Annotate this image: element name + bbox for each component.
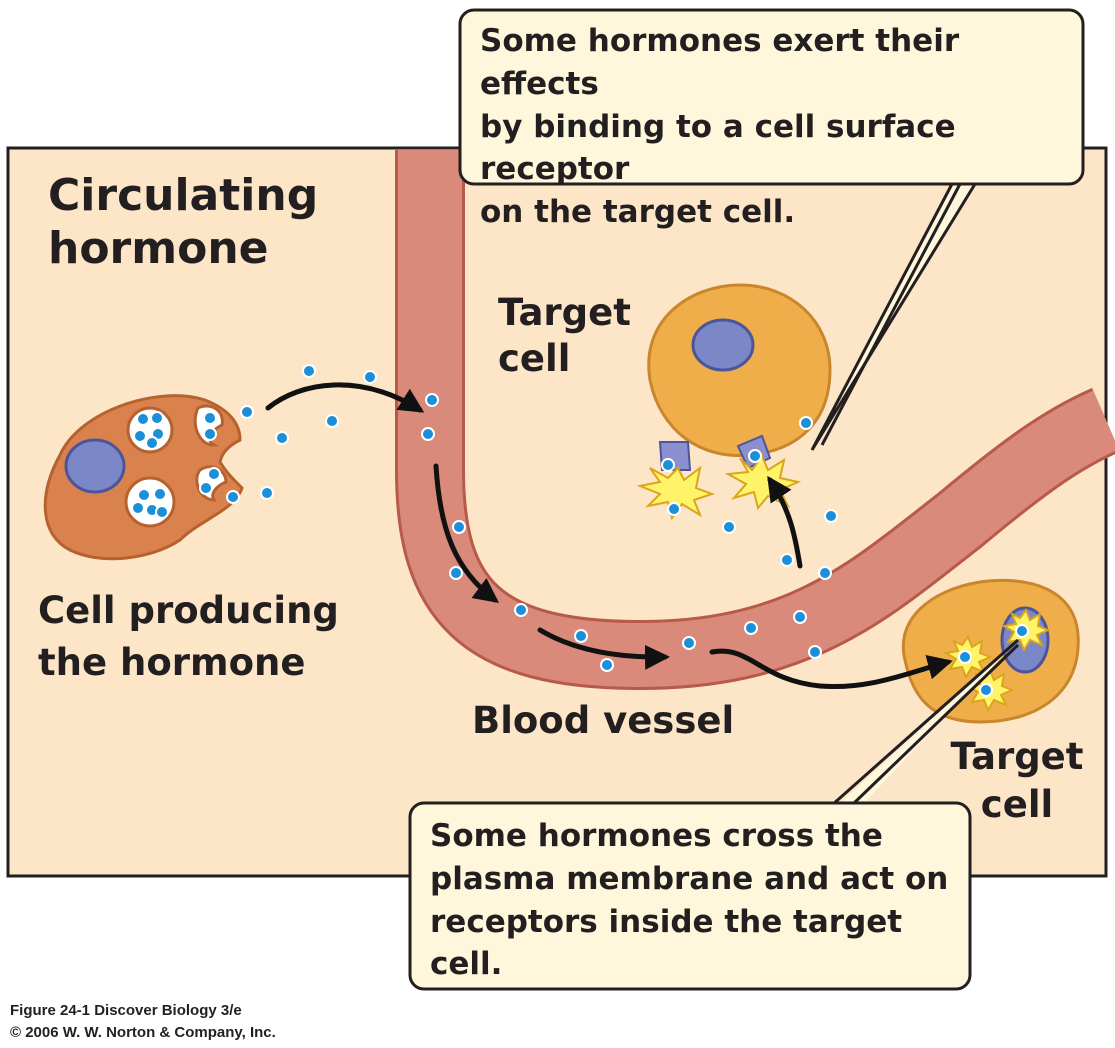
hormone-dot	[808, 645, 822, 659]
hormone-dot	[958, 650, 972, 664]
hormone-dot	[150, 411, 164, 425]
target-cell-bottom-label-line-2: cell	[980, 783, 1054, 827]
hormone-dot	[421, 427, 435, 441]
callout-internal-box	[408, 638, 1020, 991]
hormone-dot	[199, 481, 213, 495]
hormone-dot	[145, 436, 159, 450]
hormone-path-arrows	[265, 382, 953, 690]
hormone-dot	[203, 427, 217, 441]
hormone-dot	[136, 412, 150, 426]
hormone-dot	[207, 467, 221, 481]
hormone-molecules	[131, 364, 1029, 697]
hormone-dot	[425, 393, 439, 407]
blood-vessel-label: Blood vessel	[472, 699, 735, 742]
hormone-dot	[600, 658, 614, 672]
hormone-dot	[153, 487, 167, 501]
hormone-dot	[818, 566, 832, 580]
callout-surface-line-2: by binding to a cell surface receptor	[480, 108, 956, 188]
diagram-title: Circulating hormone	[48, 170, 318, 276]
hormone-dot	[325, 414, 339, 428]
target-cell-top-label-line-2: cell	[498, 337, 571, 381]
arrow-down-vessel	[433, 463, 499, 604]
hormone-dot	[133, 429, 147, 443]
hormone-dot	[155, 505, 169, 519]
hormone-dot	[226, 490, 240, 504]
hormone-dot	[793, 610, 807, 624]
hormone-dot	[449, 566, 463, 580]
hormone-dot	[667, 502, 681, 516]
callout-internal-line-3: receptors inside the target cell.	[430, 903, 903, 983]
vesicle	[124, 476, 176, 528]
producing-cell-label-line-2: the hormone	[38, 640, 306, 684]
hormone-dot	[131, 501, 145, 515]
hormone-dot	[780, 553, 794, 567]
target-cell-bottom-label-line-1: Target	[950, 735, 1084, 778]
arrow-to-surface-receptor	[767, 475, 803, 569]
hormone-dot	[240, 405, 254, 419]
hormone-dot	[260, 486, 274, 500]
copyright-line: © 2006 W. W. Norton & Company, Inc.	[10, 1024, 276, 1041]
target-cell-top-label: Target cell	[498, 290, 631, 383]
producing-cell-label-line-1: Cell producing	[38, 589, 339, 632]
hormone-dot	[275, 431, 289, 445]
callout-internal-line-2: plasma membrane and act on	[430, 860, 949, 897]
hormone-dot	[203, 411, 217, 425]
hormone-dot	[452, 520, 466, 534]
hormone-dot	[799, 416, 813, 430]
arrow-to-bottom-cell	[709, 648, 953, 690]
target-cell-top-label-line-1: Target	[498, 291, 631, 334]
producing-cell-label: Cell producing the hormone	[38, 585, 339, 689]
figure-caption: Figure 24-1 Discover Biology 3/e	[10, 1002, 242, 1019]
hormone-dot	[1015, 624, 1029, 638]
callout-internal-text: Some hormones cross the plasma membrane …	[430, 815, 970, 986]
target-cell-bottom	[901, 578, 1080, 724]
hormone-dot	[824, 509, 838, 523]
hormone-dot	[979, 683, 993, 697]
callout-surface-line-1: Some hormones exert their effects	[480, 23, 960, 102]
hormone-dot	[722, 520, 736, 534]
hormone-dot	[514, 603, 528, 617]
callout-surface-line-3: on the target cell.	[480, 194, 796, 231]
title-line-1: Circulating	[48, 170, 319, 221]
receptor-starburst	[636, 465, 715, 521]
producing-cell-nucleus	[64, 438, 126, 494]
callout-surface-text: Some hormones exert their effects by bin…	[480, 20, 1080, 234]
hormone-dot	[363, 370, 377, 384]
arrow-release	[265, 382, 425, 413]
hormone-dot	[744, 621, 758, 635]
blood-vessel	[395, 150, 1115, 691]
callout-surface-box	[458, 8, 1085, 451]
hormone-dot	[137, 488, 151, 502]
arrow-along-vessel	[537, 627, 670, 670]
hormone-dot	[574, 629, 588, 643]
hormone-dot	[748, 449, 762, 463]
hormone-dot	[682, 636, 696, 650]
target-cell-nucleus	[691, 318, 755, 372]
callout-internal-line-1: Some hormones cross the	[430, 818, 883, 854]
hormone-dot	[661, 458, 675, 472]
target-cell-bottom-label: Target cell	[947, 733, 1087, 829]
hormone-dot	[302, 364, 316, 378]
title-line-2: hormone	[48, 222, 269, 274]
